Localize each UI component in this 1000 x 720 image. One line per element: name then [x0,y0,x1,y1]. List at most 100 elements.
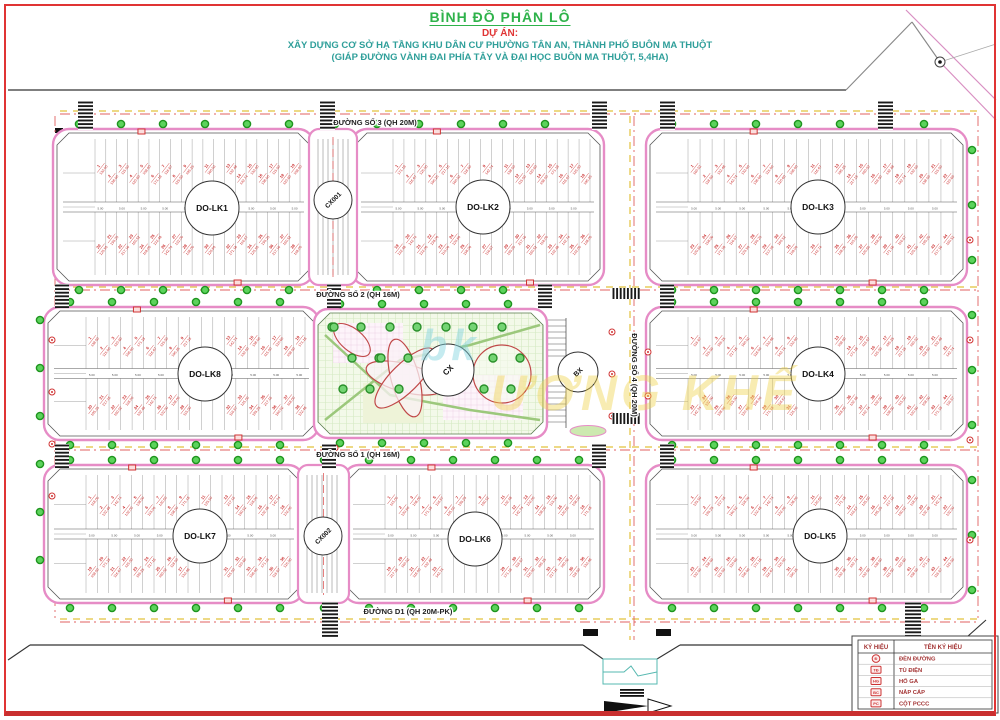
tree-icon [877,297,887,307]
svg-text:7: 7 [156,335,162,340]
svg-text:142.74: 142.74 [945,347,955,358]
svg-text:138.00: 138.00 [135,496,145,507]
svg-text:132.00: 132.00 [945,506,955,517]
svg-text:37: 37 [282,393,289,400]
svg-text:TỦ ĐIỆN: TỦ ĐIỆN [899,666,922,674]
svg-text:6: 6 [145,345,151,350]
svg-text:217.16: 217.16 [933,245,943,256]
svg-text:160.52: 160.52 [909,337,919,348]
svg-text:138.00: 138.00 [171,396,181,407]
svg-text:14: 14 [845,344,852,351]
svg-text:118.00: 118.00 [921,347,931,358]
svg-text:19: 19 [289,162,296,169]
svg-text:39: 39 [881,403,888,410]
svg-text:171.18: 171.18 [885,245,895,256]
tree-icon [158,119,168,129]
svg-text:19: 19 [385,565,392,572]
svg-text:9: 9 [786,163,792,168]
svg-text:120.60: 120.60 [777,175,787,186]
svg-text:132.48: 132.48 [260,506,270,517]
svg-text:132.00: 132.00 [124,506,134,517]
svg-text:5.00: 5.00 [739,207,745,211]
svg-text:120.60: 120.60 [861,245,871,256]
tree-icon [191,297,201,307]
svg-text:ƯƠNG KHẾ: ƯƠNG KHẾ [491,365,800,421]
svg-text:5.00: 5.00 [89,373,95,377]
tree-icon [498,285,508,295]
tree-icon [574,455,584,465]
block-do-lk3: 5.005.005.005.005.005.005.005.005.005.00… [644,127,969,287]
svg-text:118.00: 118.00 [539,235,549,246]
tree-icon [107,603,117,613]
svg-text:116.67: 116.67 [239,235,249,246]
svg-text:195.25: 195.25 [457,496,467,507]
tree-icon [919,440,929,450]
svg-text:36: 36 [579,555,586,562]
svg-text:27: 27 [171,233,178,240]
svg-text:116.67: 116.67 [933,568,943,579]
svg-text:ĐÈN ĐƯỜNG: ĐÈN ĐƯỜNG [899,655,936,663]
svg-text:20: 20 [86,403,93,410]
svg-text:195.25: 195.25 [506,245,516,256]
svg-text:16: 16 [869,344,876,351]
svg-text:5.00: 5.00 [884,534,890,538]
svg-text:5.00: 5.00 [119,207,125,211]
tree-icon [532,603,542,613]
svg-text:5: 5 [432,494,438,499]
svg-text:19: 19 [906,493,913,500]
svg-text:5.00: 5.00 [549,207,555,211]
svg-text:118.00: 118.00 [873,175,883,186]
tree-icon [751,297,761,307]
tree-icon [751,285,761,295]
utility-box-icon [132,306,141,313]
svg-text:15: 15 [545,493,552,500]
svg-text:5.00: 5.00 [270,534,276,538]
svg-text:120.60: 120.60 [158,496,168,507]
svg-text:142.74: 142.74 [408,235,418,246]
svg-text:142.74: 142.74 [561,235,571,246]
tree-icon [919,297,929,307]
svg-text:125.50: 125.50 [704,347,714,358]
utility-box-icon [137,128,146,135]
svg-text:120.60: 120.60 [400,506,410,517]
svg-text:26: 26 [156,403,163,410]
svg-text:44: 44 [942,555,949,562]
svg-text:16: 16 [869,172,876,179]
svg-text:38: 38 [869,393,876,400]
svg-text:158.00: 158.00 [909,568,919,579]
svg-text:125.50: 125.50 [873,347,883,358]
svg-text:115.00: 115.00 [102,347,112,358]
svg-text:5.00: 5.00 [135,373,141,377]
block-label-circle: CX002 [303,516,343,556]
svg-text:5: 5 [738,494,744,499]
